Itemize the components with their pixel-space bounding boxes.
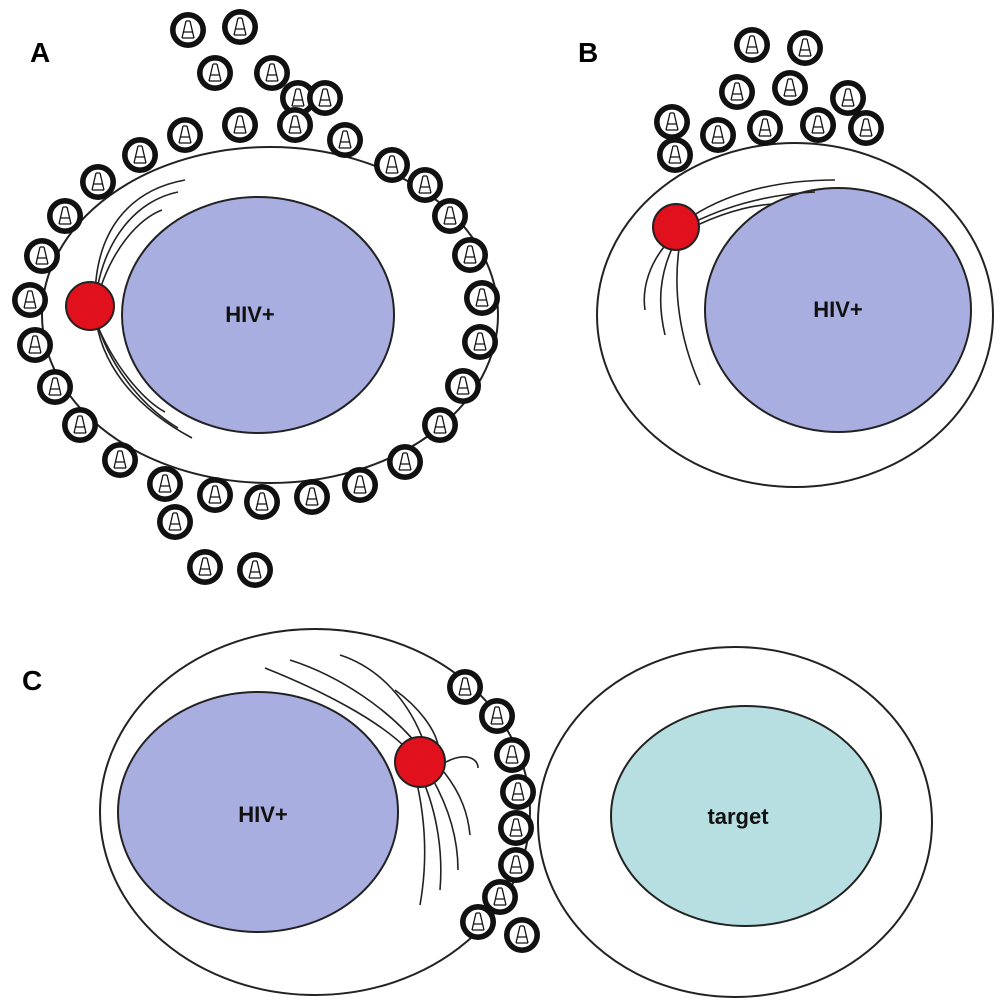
hiv-virion-icon bbox=[196, 476, 234, 514]
panel-a: A HIV+ bbox=[11, 8, 501, 589]
hiv-virion-icon bbox=[293, 478, 331, 516]
hiv-virion-icon bbox=[653, 103, 691, 141]
hiv-virion-icon bbox=[497, 809, 535, 847]
hiv-virion-icon bbox=[421, 406, 459, 444]
hiv-virion-icon bbox=[156, 503, 194, 541]
hiv-virion-icon bbox=[11, 281, 49, 319]
panel-label-c: C bbox=[22, 665, 42, 696]
mtoc-c bbox=[394, 736, 446, 788]
hiv-virion-icon bbox=[718, 73, 756, 111]
panel-b: B HIV+ bbox=[578, 26, 994, 488]
hiv-virion-icon bbox=[341, 466, 379, 504]
hiv-virion-icon bbox=[196, 54, 234, 92]
hiv-virion-icon bbox=[493, 736, 531, 774]
target-label: target bbox=[707, 804, 769, 829]
hiv-virion-icon bbox=[847, 109, 885, 147]
hiv-virion-icon bbox=[786, 29, 824, 67]
panel-label-b: B bbox=[578, 37, 598, 68]
hiv-virion-icon bbox=[451, 236, 489, 274]
hiv-virion-icon bbox=[146, 465, 184, 503]
hiv-virion-icon bbox=[499, 773, 537, 811]
hiv-virion-icon bbox=[829, 79, 867, 117]
hiv-virion-icon bbox=[36, 368, 74, 406]
hiv-virion-icon bbox=[169, 11, 207, 49]
hiv-virion-icon bbox=[746, 109, 784, 147]
hiv-virion-icon bbox=[166, 116, 204, 154]
hiv-virion-icon bbox=[459, 903, 497, 941]
hiv-virion-icon bbox=[101, 441, 139, 479]
target-nucleus bbox=[610, 705, 882, 927]
nucleus-label-a: HIV+ bbox=[225, 302, 275, 327]
microtubules-a bbox=[94, 179, 193, 439]
nucleus-label-c: HIV+ bbox=[238, 802, 288, 827]
mtoc-b bbox=[652, 203, 700, 251]
hiv-virion-icon bbox=[373, 146, 411, 184]
panel-label-a: A bbox=[30, 37, 50, 68]
hiv-nucleus-b bbox=[704, 187, 972, 433]
hiv-nucleus-a bbox=[121, 196, 395, 434]
hiv-virion-icon bbox=[461, 323, 499, 361]
hiv-virion-icon bbox=[243, 483, 281, 521]
hiv-virion-icon bbox=[236, 551, 274, 589]
panel-c: C HIV+ target bbox=[22, 628, 933, 998]
hiv-virion-icon bbox=[326, 121, 364, 159]
hiv-virion-icon bbox=[444, 367, 482, 405]
hiv-virion-icon bbox=[478, 697, 516, 735]
hiv-virion-icon bbox=[656, 136, 694, 174]
hiv-virion-icon bbox=[186, 548, 224, 586]
hiv-virion-icon bbox=[446, 668, 484, 706]
hiv-virion-icon bbox=[61, 406, 99, 444]
hiv-virion-icon bbox=[221, 106, 259, 144]
hiv-virion-icon bbox=[497, 846, 535, 884]
mtoc-a bbox=[65, 281, 115, 331]
hiv-virion-icon bbox=[799, 106, 837, 144]
hiv-virion-icon bbox=[406, 166, 444, 204]
hiv-nucleus-c bbox=[117, 691, 399, 933]
hiv-virion-icon bbox=[276, 106, 314, 144]
hiv-virion-icon bbox=[79, 163, 117, 201]
hiv-virion-icon bbox=[699, 116, 737, 154]
hiv-virion-icon bbox=[46, 197, 84, 235]
hiv-virion-icon bbox=[121, 136, 159, 174]
hiv-virion-icon bbox=[306, 79, 344, 117]
hiv-virion-icon bbox=[253, 54, 291, 92]
hiv-virion-icon bbox=[16, 326, 54, 364]
nucleus-label-b: HIV+ bbox=[813, 297, 863, 322]
hiv-virion-icon bbox=[23, 237, 61, 275]
microtubules-c bbox=[264, 654, 479, 906]
hiv-virion-icon bbox=[463, 279, 501, 317]
hiv-virion-icon bbox=[221, 8, 259, 46]
hiv-virion-icon bbox=[733, 26, 771, 64]
hiv-virion-icon bbox=[431, 197, 469, 235]
hiv-virion-icon bbox=[771, 69, 809, 107]
hiv-virion-icon bbox=[503, 916, 541, 954]
hiv-virion-icon bbox=[386, 443, 424, 481]
